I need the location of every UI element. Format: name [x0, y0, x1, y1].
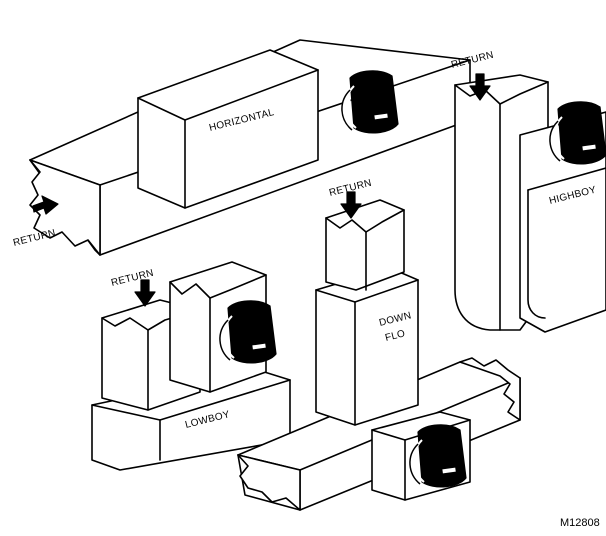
downflo-air-cleaner-icon	[408, 423, 467, 488]
downflo-cabinet	[315, 267, 419, 426]
downflo-return-duct	[325, 199, 405, 291]
downflo-return-arrow-icon	[340, 191, 362, 219]
horizontal-installation: HORIZONTAL RETURN	[12, 39, 471, 256]
highboy-return-arrow-icon	[469, 73, 491, 101]
lowboy-air-cleaner-icon	[218, 299, 277, 364]
highboy-return-label: RETURN	[450, 50, 495, 71]
lowboy-return-arrow-icon	[134, 279, 156, 307]
horizontal-housing	[137, 49, 319, 209]
lowboy-installation: LOWBOY RETURN	[91, 261, 291, 471]
highboy-air-cleaner-icon	[548, 100, 606, 165]
downflo-label-line2: FLO	[384, 328, 406, 344]
figure-id: M12808	[560, 517, 600, 529]
horizontal-air-cleaner-icon	[340, 69, 399, 134]
horizontal-return-label: RETURN	[12, 228, 57, 249]
downflo-installation: DOWN FLO RETURN	[237, 178, 521, 511]
highboy-installation: HIGHBOY RETURN	[450, 50, 606, 333]
horizontal-return-arrow-icon	[32, 195, 59, 215]
